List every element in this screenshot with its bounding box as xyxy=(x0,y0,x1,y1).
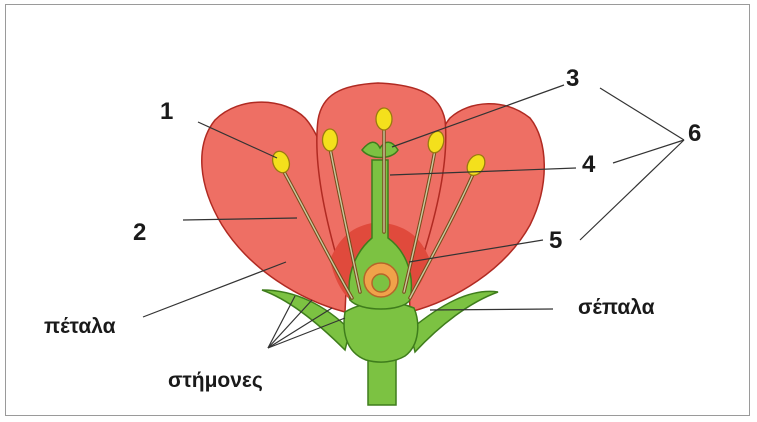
receptacle-stem xyxy=(344,302,418,405)
leader-6b xyxy=(613,140,684,163)
label-1: 1 xyxy=(160,100,173,124)
ovule xyxy=(364,263,398,297)
label-5: 5 xyxy=(549,229,562,253)
anther-3 xyxy=(376,108,392,130)
anther-2 xyxy=(323,129,338,151)
label-6: 6 xyxy=(688,122,701,146)
label-2: 2 xyxy=(133,221,146,245)
label-sepals: σέπαλα xyxy=(578,297,655,318)
label-petals: πέταλα xyxy=(44,316,116,337)
leader-6a xyxy=(600,88,684,140)
receptacle xyxy=(344,302,418,362)
label-stamens: στήμονες xyxy=(168,370,263,391)
label-4: 4 xyxy=(582,153,595,177)
leader-6c xyxy=(580,140,684,240)
label-3: 3 xyxy=(566,67,579,91)
